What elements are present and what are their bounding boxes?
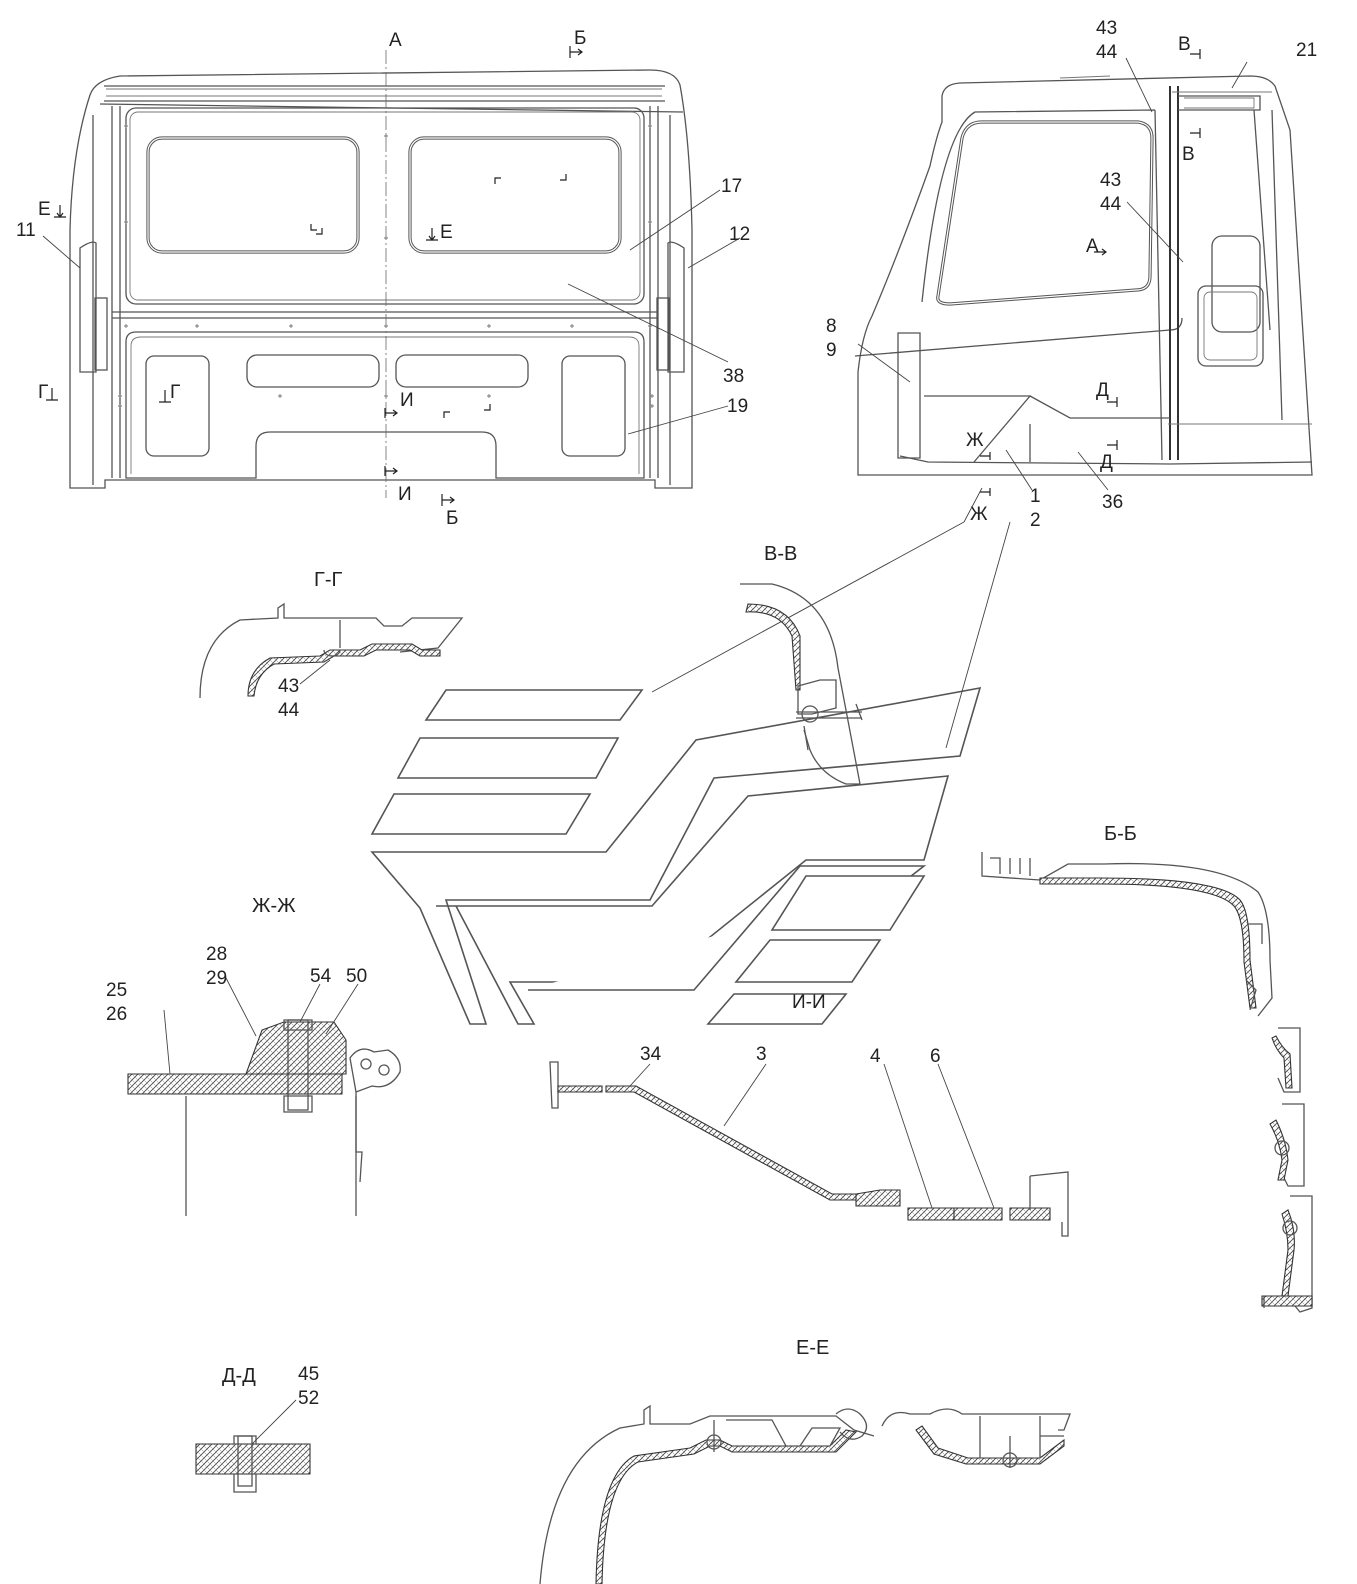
section-vv: В-В xyxy=(740,543,863,785)
ii-section-title: И-И xyxy=(792,992,826,1013)
zhzh-title: Ж-Ж xyxy=(252,895,296,917)
rear-label-38: 38 xyxy=(723,366,744,387)
zhzh-label-26: 26 xyxy=(106,1004,127,1025)
section-gg: Г-Г 43 44 xyxy=(199,569,464,721)
side-mark-zh-top: Ж xyxy=(966,430,984,451)
zhzh-label-50: 50 xyxy=(346,966,367,987)
side-label-21: 21 xyxy=(1296,40,1317,61)
rear-view: А 11 12 17 38 19 Б Б Е Е Г Г И И xyxy=(16,28,750,529)
ii-label-4: 4 xyxy=(870,1046,881,1067)
rear-mark-g-right: Г xyxy=(170,382,180,403)
side-mark-v-top: В xyxy=(1178,34,1191,55)
side-mark-v-mid: В xyxy=(1182,144,1195,165)
zhzh-label-54: 54 xyxy=(310,966,332,987)
dd-title: Д-Д xyxy=(222,1365,256,1387)
rear-label-12: 12 xyxy=(729,224,750,245)
section-bb: Б-Б xyxy=(981,823,1313,1313)
rear-axis-label: А xyxy=(389,30,402,51)
rear-mark-b-top: Б xyxy=(574,28,586,49)
rear-label-11: 11 xyxy=(16,220,36,241)
rear-label-17: 17 xyxy=(721,176,742,197)
side-mark-d-bottom: Д xyxy=(1100,452,1113,473)
side-mark-a: А xyxy=(1086,236,1099,257)
ii-label-3: 3 xyxy=(756,1044,767,1065)
dd-label-45: 45 xyxy=(298,1364,319,1385)
rear-mark-i-top: И xyxy=(400,390,414,411)
section-ee: Е-Е xyxy=(539,1337,1071,1584)
zhzh-label-28: 28 xyxy=(206,944,227,965)
rear-mark-e-left: Е xyxy=(38,199,51,220)
gg-title: Г-Г xyxy=(314,569,342,591)
side-mark-zh-bottom: Ж xyxy=(970,504,988,525)
section-dd: Д-Д 45 52 xyxy=(195,1364,319,1493)
zhzh-label-25: 25 xyxy=(106,980,127,1001)
rear-mark-b-bottom: Б xyxy=(446,508,458,529)
vv-title: В-В xyxy=(764,543,797,565)
bb-title: Б-Б xyxy=(1104,823,1137,845)
side-mark-d-top: Д xyxy=(1096,380,1109,401)
chevron-panel-diagram: И-И xyxy=(370,487,1011,1025)
zhzh-label-29: 29 xyxy=(206,968,227,989)
section-zhzh: Ж-Ж 28 29 25 26 54 50 xyxy=(106,895,401,1216)
section-ii: 34 3 4 6 xyxy=(549,1044,1069,1237)
ii-label-6: 6 xyxy=(930,1046,941,1067)
rear-mark-e-center: Е xyxy=(440,222,453,243)
rear-mark-g-left: Г xyxy=(38,382,48,403)
gg-label-43: 43 xyxy=(278,676,299,697)
rear-label-19: 19 xyxy=(727,396,748,417)
rear-mark-i-bottom: И xyxy=(398,484,412,505)
side-label-36: 36 xyxy=(1102,492,1123,513)
ii-label-34: 34 xyxy=(640,1044,662,1065)
dd-label-52: 52 xyxy=(298,1388,319,1409)
gg-label-44: 44 xyxy=(278,700,300,721)
ee-title: Е-Е xyxy=(796,1337,829,1359)
